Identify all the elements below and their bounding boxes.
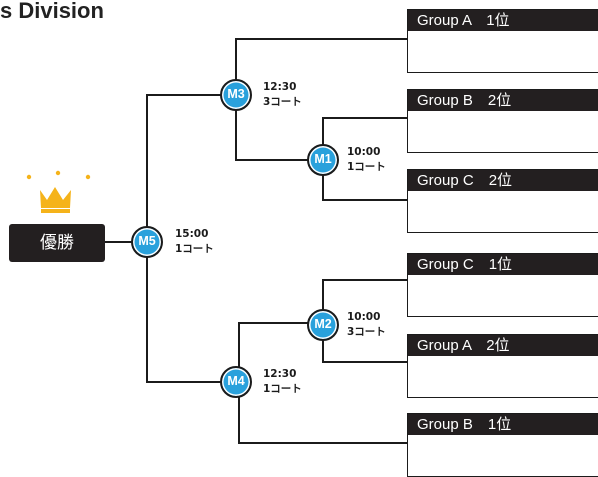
match-court: 3コート (263, 96, 302, 108)
slot-group-c-2nd: Group C 2位 (407, 169, 598, 233)
match-m1: M1 (307, 144, 339, 176)
match-m5-info: 15:00 1コート (175, 227, 214, 257)
match-m5: M5 (131, 226, 163, 258)
match-court: 3コート (347, 326, 386, 338)
slot-group-b-1st: Group B 1位 (407, 413, 598, 477)
bracket-line-m3 (235, 38, 407, 161)
slot-label: Group C 2位 (408, 170, 598, 191)
slot-group-c-1st: Group C 1位 (407, 253, 598, 317)
slot-label: Group B 2位 (408, 90, 598, 111)
slot-group-a-2nd: Group A 2位 (407, 334, 598, 398)
match-m4: M4 (220, 366, 252, 398)
match-m4-info: 12:30 1コート (263, 367, 302, 397)
match-m2-info: 10:00 3コート (347, 310, 386, 340)
match-time: 10:00 (347, 146, 381, 158)
slot-group-a-1st: Group A 1位 (407, 9, 598, 73)
match-time: 12:30 (263, 81, 297, 93)
winner-box: 優勝 (9, 224, 105, 262)
match-m1-info: 10:00 1コート (347, 145, 386, 175)
match-m3: M3 (220, 79, 252, 111)
crown-icon (26, 170, 91, 213)
slot-label: Group A 2位 (408, 335, 598, 356)
match-court: 1コート (175, 243, 214, 255)
match-m2: M2 (307, 309, 339, 341)
match-time: 12:30 (263, 368, 297, 380)
slot-label: Group B 1位 (408, 414, 598, 435)
match-m3-info: 12:30 3コート (263, 80, 302, 110)
match-court: 1コート (347, 161, 386, 173)
match-time: 15:00 (175, 228, 209, 240)
slot-label: Group C 1位 (408, 254, 598, 275)
match-time: 10:00 (347, 311, 381, 323)
slot-label: Group A 1位 (408, 10, 598, 31)
slot-group-b-2nd: Group B 2位 (407, 89, 598, 153)
match-court: 1コート (263, 383, 302, 395)
division-title: s Division (0, 0, 104, 23)
